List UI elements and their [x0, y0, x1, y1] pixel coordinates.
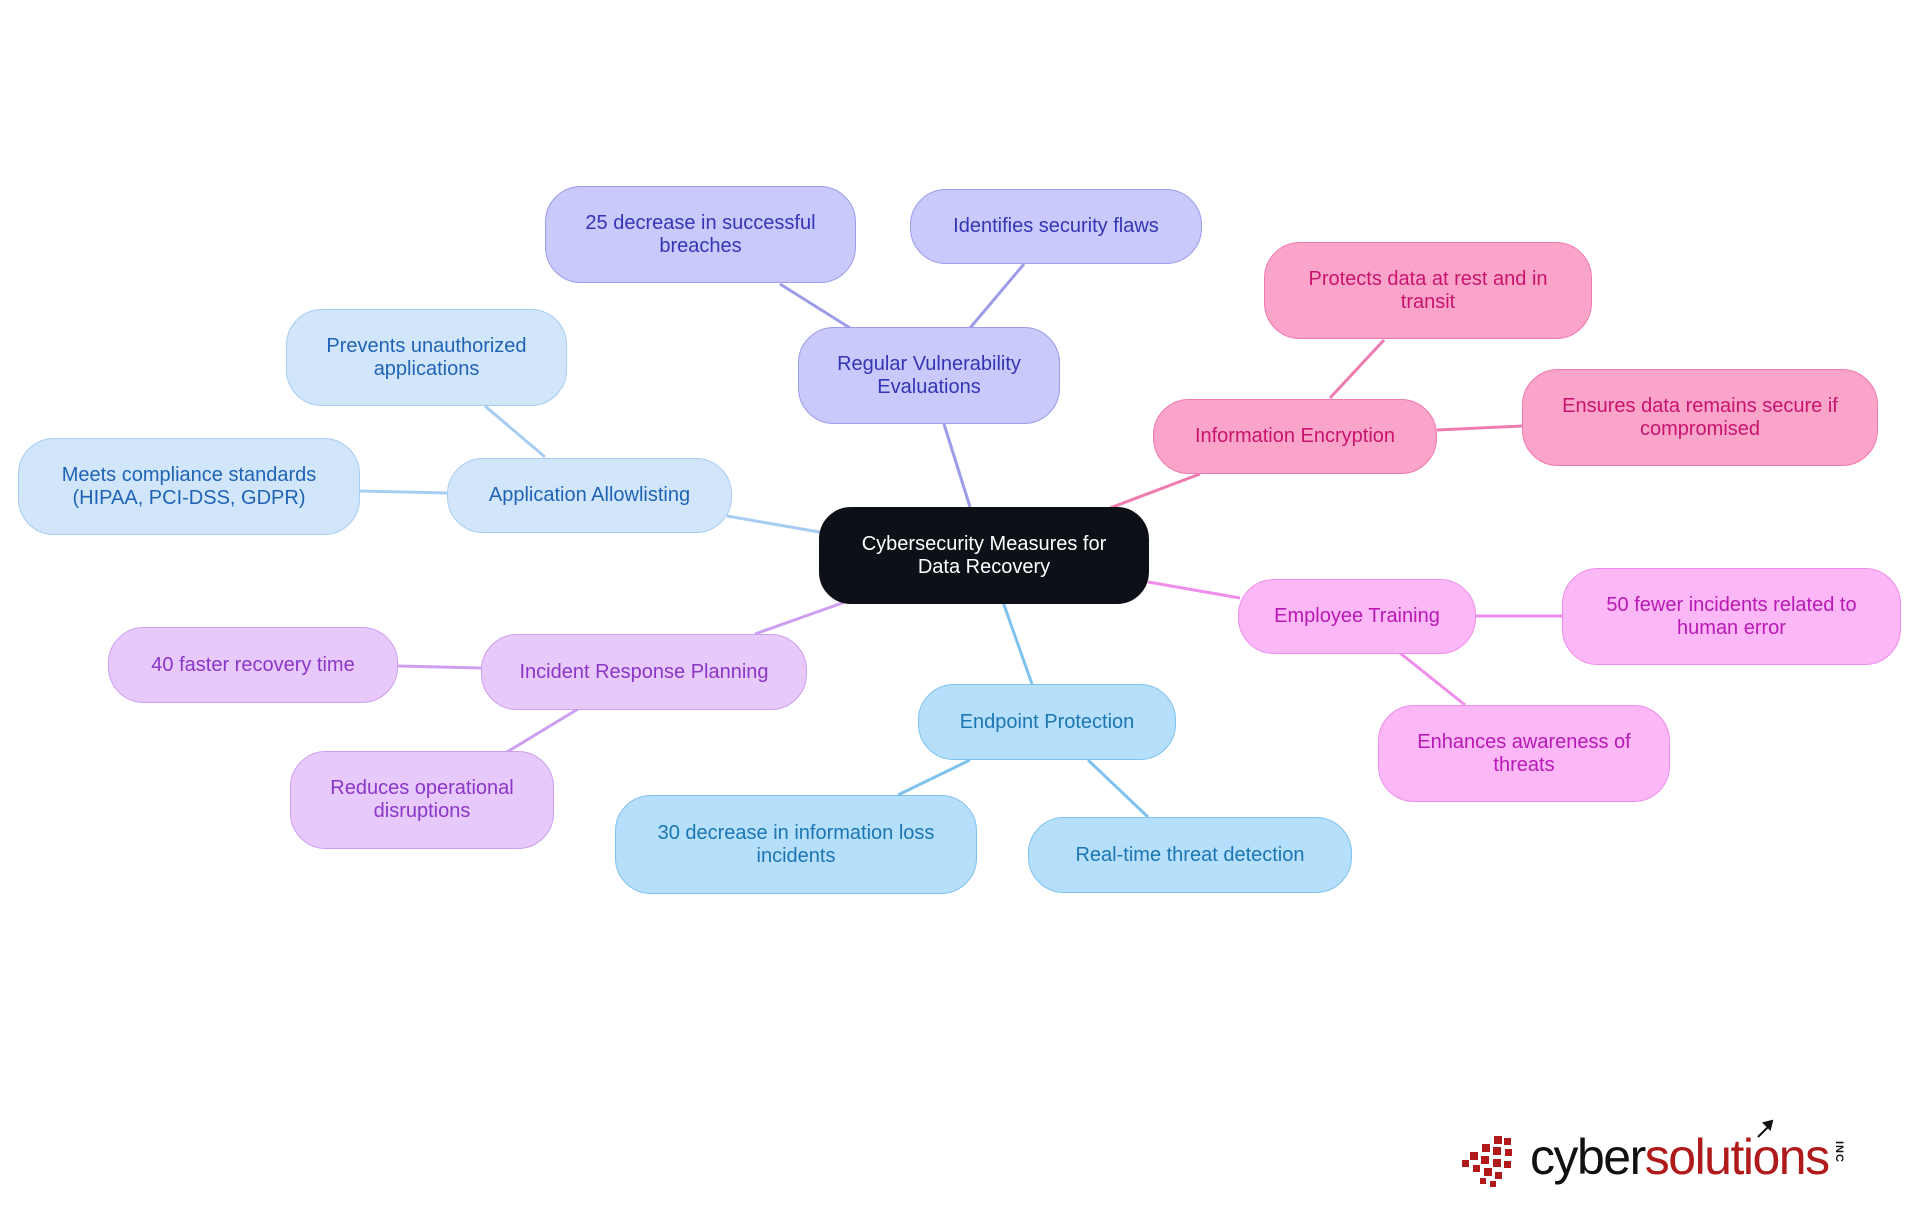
leaf-label: Prevents unauthorized applications — [326, 334, 527, 380]
leaf-compliance-standards: Meets compliance standards (HIPAA, PCI-D… — [18, 438, 360, 535]
edge-allow-c1 — [484, 404, 546, 459]
edge-vuln-c2 — [968, 263, 1026, 329]
logo-arrow-icon — [1757, 1119, 1774, 1138]
leaf-label: 25 decrease in successful breaches — [585, 211, 816, 257]
edge-root-end — [1001, 601, 1034, 685]
leaf-label: 40 faster recovery time — [151, 653, 355, 676]
branch-label: Information Encryption — [1194, 425, 1396, 447]
branch-label: Incident Response Planning — [519, 660, 769, 683]
leaf-label: 30 decrease in information loss incident… — [657, 821, 935, 867]
leaf-label: Reduces operational disruptions — [330, 777, 514, 822]
edge-end-c1 — [897, 758, 971, 797]
leaf-50-fewer-incidents: 50 fewer incidents related to human erro… — [1562, 568, 1901, 665]
cybersolutions-logo: cybersolutions INC — [1460, 1119, 1880, 1195]
leaf-label: Enhances awareness of threats — [1417, 730, 1631, 776]
branch-label: Endpoint Protection — [959, 710, 1135, 733]
branch-vulnerability-evaluations: Regular Vulnerability Evaluations — [798, 327, 1060, 424]
edge-train-c2 — [1399, 651, 1466, 707]
leaf-40-faster: 40 faster recovery time — [108, 627, 398, 703]
logo-inc: INC — [1833, 1141, 1845, 1163]
edge-root-enc — [1109, 472, 1201, 510]
leaf-enhances-awareness: Enhances awareness of threats — [1378, 705, 1670, 802]
logo-mark-icon — [1462, 1136, 1512, 1187]
leaf-real-time-detection: Real-time threat detection — [1028, 817, 1352, 893]
leaf-label: 50 fewer incidents related to human erro… — [1606, 593, 1857, 639]
logo-wordmark: cybersolutions — [1530, 1127, 1830, 1187]
edge-enc-c2 — [1436, 424, 1523, 432]
edge-root-allow — [726, 514, 826, 535]
root-label: Cybersecurity Measures for Data Recovery — [861, 532, 1107, 578]
leaf-identifies-flaws: Identifies security flaws — [910, 189, 1202, 264]
branch-information-encryption: Information Encryption — [1153, 399, 1437, 474]
leaf-ensures-secure: Ensures data remains secure if compromis… — [1522, 369, 1878, 466]
leaf-protects-data: Protects data at rest and in transit — [1264, 242, 1592, 339]
leaf-label: Ensures data remains secure if compromis… — [1562, 394, 1838, 440]
leaf-label: Meets compliance standards (HIPAA, PCI-D… — [61, 463, 317, 509]
branch-label: Regular Vulnerability Evaluations — [837, 352, 1021, 398]
edge-root-train — [1147, 580, 1241, 600]
edge-allow-c2 — [359, 489, 448, 495]
branch-incident-response: Incident Response Planning — [481, 634, 807, 710]
branch-label: Application Allowlisting — [488, 484, 691, 506]
edge-root-inc — [754, 600, 846, 636]
branch-employee-training: Employee Training — [1238, 579, 1476, 654]
leaf-prevents-unauthorized: Prevents unauthorized applications — [286, 309, 567, 406]
edge-end-c2 — [1086, 758, 1150, 819]
logo-word-solutions: solutions — [1644, 1129, 1830, 1185]
branch-endpoint-protection: Endpoint Protection — [918, 684, 1176, 760]
leaf-label: Identifies security flaws — [953, 215, 1159, 237]
branch-application-allowlisting: Application Allowlisting — [447, 458, 732, 533]
leaf-label: Real-time threat detection — [1075, 843, 1305, 866]
edge-inc-c2 — [506, 707, 579, 754]
leaf-25-decrease: 25 decrease in successful breaches — [545, 186, 856, 283]
edge-root-vuln — [942, 423, 972, 508]
edge-vuln-c1 — [779, 282, 851, 330]
leaf-label: Protects data at rest and in transit — [1308, 267, 1548, 313]
leaf-reduces-disruptions: Reduces operational disruptions — [290, 751, 554, 849]
leaf-30-decrease: 30 decrease in information loss incident… — [615, 795, 977, 894]
root-node: Cybersecurity Measures for Data Recovery — [819, 507, 1149, 604]
edge-inc-c1 — [397, 664, 482, 670]
logo-word-cyber: cyber — [1530, 1129, 1646, 1185]
edge-enc-c1 — [1328, 338, 1386, 400]
branch-label: Employee Training — [1274, 605, 1440, 627]
